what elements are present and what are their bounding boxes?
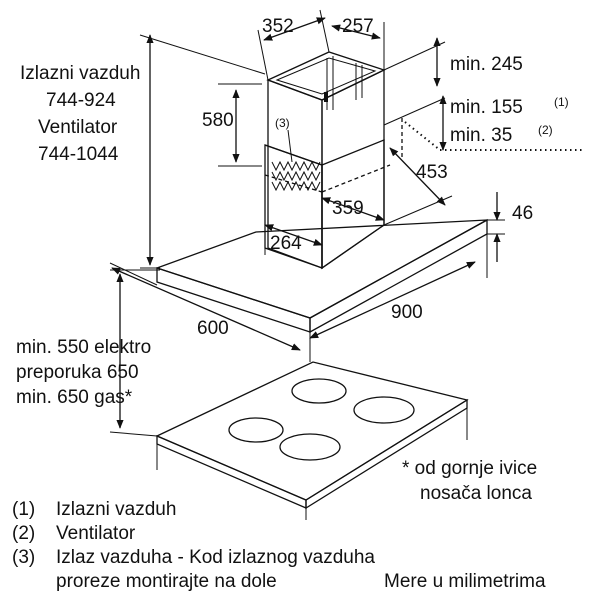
- dim-257: 257: [342, 16, 374, 37]
- label-fan: Ventilator: [38, 117, 118, 138]
- burner-right: [353, 396, 415, 424]
- dim-359: 359: [332, 198, 364, 219]
- footnote-line-1: * od gornje ivice: [402, 458, 537, 479]
- dim-352: 352: [262, 16, 294, 37]
- label-outlet-air-range: 744-924: [46, 90, 116, 111]
- legend-text-4: proreze montirajte na dole: [56, 571, 277, 592]
- dimension-lines: [109, 9, 585, 520]
- dim-600: 600: [197, 318, 229, 339]
- callout-3: (3): [275, 116, 290, 130]
- dim-min-155: min. 155: [450, 97, 523, 118]
- dim-453: 453: [416, 162, 448, 183]
- legend: (1) Izlazni vazduh (2) Ventilator (3) Iz…: [12, 499, 375, 592]
- legend-text-2: Ventilator: [56, 523, 136, 544]
- label-outlet-air: Izlazni vazduh: [20, 63, 140, 84]
- burner-left: [228, 417, 284, 443]
- dim-min-245: min. 245: [450, 54, 523, 75]
- burner-front: [279, 433, 341, 461]
- clearance-line-1: min. 550 elektro: [16, 337, 151, 358]
- air-outlet-slots-icon: [271, 160, 321, 192]
- legend-num-3: (3): [12, 547, 35, 568]
- note-min-155: (1): [554, 95, 569, 109]
- burner-back: [291, 378, 347, 404]
- note-min-35: (2): [538, 123, 553, 137]
- dim-46: 46: [512, 203, 533, 224]
- legend-num-2: (2): [12, 523, 35, 544]
- footnote-line-2: nosača lonca: [420, 483, 532, 504]
- dim-580: 580: [202, 110, 234, 131]
- clearance-line-2: preporuka 650: [16, 362, 139, 383]
- dim-900: 900: [391, 302, 423, 323]
- clearance-line-3: min. 650 gas*: [16, 387, 133, 408]
- dim-min-35: min. 35: [450, 125, 512, 146]
- label-fan-range: 744-1044: [38, 144, 119, 165]
- legend-text-1: Izlazni vazduh: [56, 499, 176, 520]
- units-note: Mere u milimetrima: [384, 571, 546, 592]
- legend-num-1: (1): [12, 499, 35, 520]
- legend-text-3: Izlaz vazduha - Kod izlaznog vazduha: [56, 547, 375, 568]
- dim-264: 264: [270, 233, 302, 254]
